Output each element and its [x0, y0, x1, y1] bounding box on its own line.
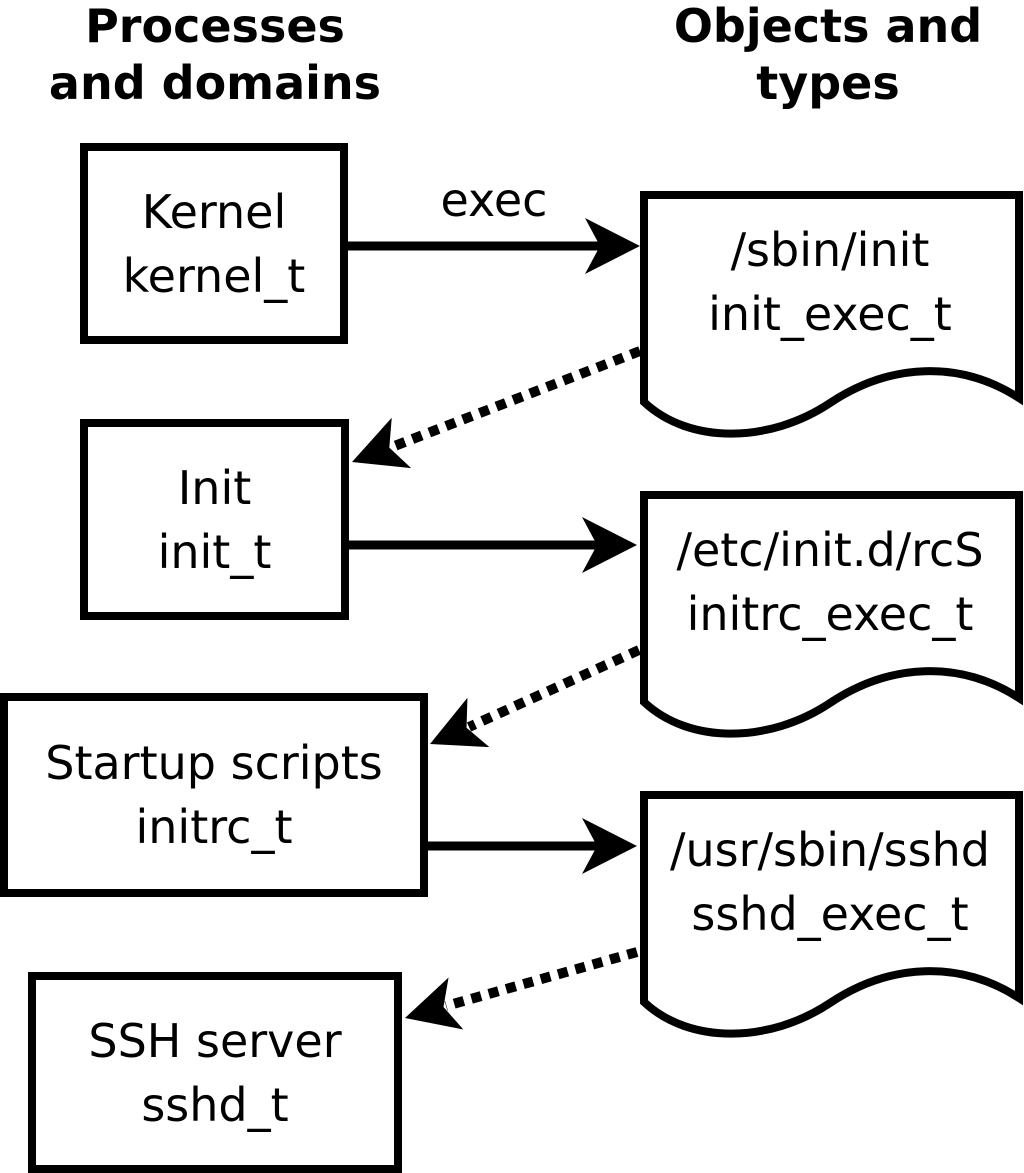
- domain-type-label: initrc_t: [135, 800, 293, 854]
- process-label: Kernel: [141, 184, 287, 239]
- object-label-etc-initd-rcs: /etc/init.d/rcS initrc_exec_t: [640, 518, 1020, 646]
- solid-arrow-init-to-initrc-exec: [349, 517, 637, 573]
- process-box-startup-scripts: Startup scripts initrc_t: [0, 693, 428, 897]
- column-header-processes-line2: and domains: [48, 56, 382, 110]
- column-header-objects-line2: types: [756, 56, 900, 110]
- document-shape-etc-initd-rcs: [640, 491, 1023, 738]
- column-header-objects-line1: Objects and: [673, 0, 983, 53]
- arrowhead-icon: [582, 818, 637, 874]
- column-header-objects: Objects and types: [633, 0, 1023, 112]
- arrowhead-icon: [582, 517, 637, 573]
- arrowhead-icon: [352, 417, 412, 469]
- process-label: Startup scripts: [45, 736, 383, 790]
- object-label-sbin-init: /sbin/init init_exec_t: [640, 218, 1020, 346]
- domain-type-label: init_t: [157, 524, 272, 579]
- process-box-init: Init init_t: [80, 419, 349, 620]
- process-label: Init: [177, 460, 252, 515]
- solid-arrow-startup-to-sshd-exec: [426, 818, 637, 874]
- dotted-arrow-init-exec-to-init: [352, 346, 642, 469]
- exec-arrow-label: exec: [440, 173, 548, 227]
- object-path-label: /sbin/init: [730, 223, 930, 277]
- dotted-arrow-sshd-exec-to-sshd: [405, 947, 639, 1030]
- column-header-processes-line1: Processes: [85, 0, 345, 53]
- object-path-label: /etc/init.d/rcS: [676, 523, 984, 577]
- process-box-ssh-server: SSH server sshd_t: [28, 972, 402, 1173]
- process-box-kernel: Kernel kernel_t: [80, 143, 348, 344]
- object-type-label: sshd_exec_t: [691, 887, 969, 941]
- arrowhead-icon: [430, 697, 490, 748]
- domain-type-label: sshd_t: [141, 1077, 289, 1132]
- process-label: SSH server: [88, 1013, 342, 1068]
- arrowhead-icon: [405, 977, 464, 1030]
- document-shape-usr-sbin-sshd: [640, 791, 1023, 1038]
- object-path-label: /usr/sbin/sshd: [670, 823, 990, 877]
- object-label-usr-sbin-sshd: /usr/sbin/sshd sshd_exec_t: [640, 818, 1020, 946]
- dotted-arrow-initrc-exec-to-startup: [430, 645, 642, 748]
- domain-type-label: kernel_t: [122, 248, 306, 303]
- arrowhead-icon: [585, 218, 640, 274]
- solid-arrow-kernel-to-init-exec: [348, 218, 640, 274]
- object-type-label: init_exec_t: [708, 287, 952, 341]
- column-header-processes: Processes and domains: [0, 0, 430, 112]
- document-shape-sbin-init: [640, 191, 1023, 438]
- object-type-label: initrc_exec_t: [686, 587, 974, 641]
